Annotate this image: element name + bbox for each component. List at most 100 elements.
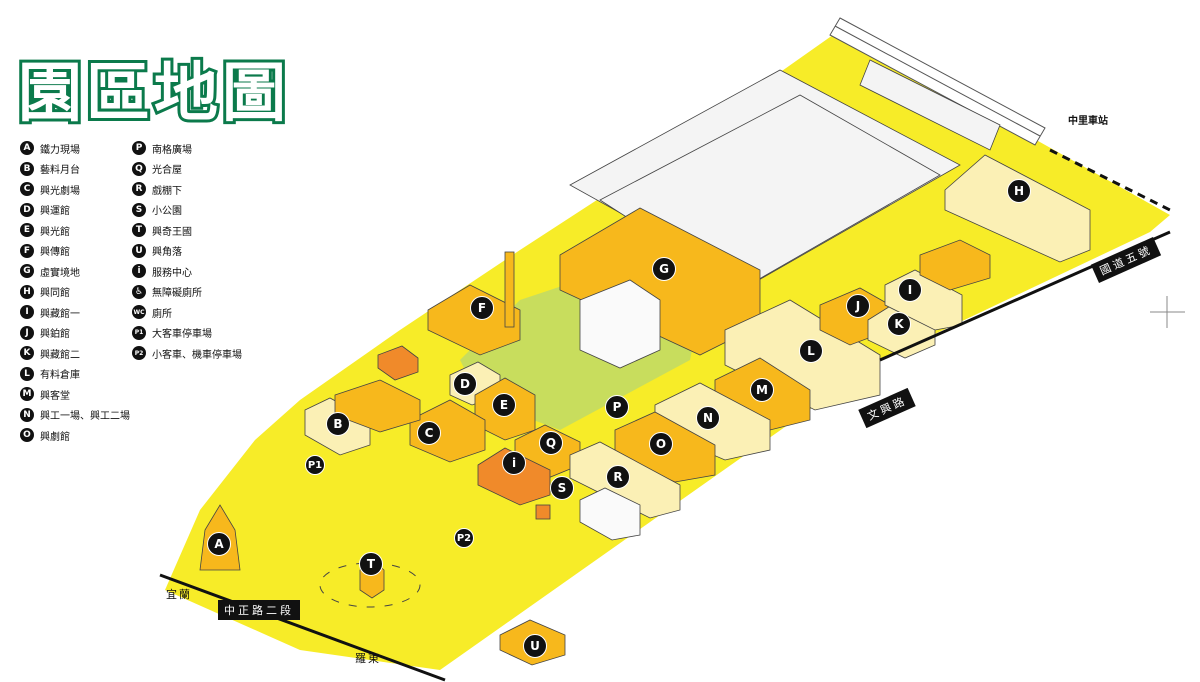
legend-badge: P2: [132, 346, 146, 361]
legend-item: U 興角落: [132, 241, 242, 262]
direction-yilan: 宜蘭: [166, 588, 192, 601]
legend-item: R 戲棚下: [132, 179, 242, 200]
legend-item: T 興奇王國: [132, 220, 242, 241]
legend-badge: i: [132, 264, 146, 279]
legend-item: I 興藏館一: [20, 302, 130, 323]
map-marker-o[interactable]: O: [649, 432, 673, 456]
legend-label: 無障礙廁所: [152, 288, 202, 300]
legend-label: 興鉑館: [40, 329, 70, 341]
legend-label: 南格廣場: [152, 144, 192, 156]
legend-label: 小客車、機車停車場: [152, 349, 242, 361]
legend-label: 虛實境地: [40, 267, 80, 279]
legend-badge: B: [20, 161, 34, 176]
legend-item: M 興客堂: [20, 384, 130, 405]
legend-badge: P: [132, 141, 146, 156]
legend-label: 戲棚下: [152, 185, 182, 197]
legend-item: F 興傳館: [20, 241, 130, 262]
map-marker-u[interactable]: U: [523, 634, 547, 658]
building-h: [944, 154, 1091, 263]
legend-item: i 服務中心: [132, 261, 242, 282]
map-marker-n[interactable]: N: [696, 406, 720, 430]
legend-item: H 興同館: [20, 282, 130, 303]
map-marker-h[interactable]: H: [1007, 179, 1031, 203]
map-marker-a[interactable]: A: [207, 532, 231, 556]
legend-label: 興傳館: [40, 247, 70, 259]
legend-badge: T: [132, 223, 146, 238]
map-marker-s[interactable]: S: [550, 476, 574, 500]
legend-item: D 興運館: [20, 200, 130, 221]
map-marker-j[interactable]: J: [846, 294, 870, 318]
map-marker-k[interactable]: K: [887, 312, 911, 336]
legend-badge: P1: [132, 325, 146, 340]
legend-label: 廁所: [152, 308, 172, 320]
legend-badge: I: [20, 305, 34, 320]
map-marker-b[interactable]: B: [326, 412, 350, 436]
map-marker-l[interactable]: L: [799, 339, 823, 363]
building-f: [427, 284, 521, 356]
parking-marker-p1[interactable]: P1: [305, 455, 325, 475]
legend-item: E 興光館: [20, 220, 130, 241]
legend-label: 服務中心: [152, 267, 192, 279]
map-marker-e[interactable]: E: [492, 393, 516, 417]
map-marker-m[interactable]: M: [750, 378, 774, 402]
legend-badge: Q: [132, 161, 146, 176]
legend-badge: F: [20, 243, 34, 258]
legend-label: 興運館: [40, 206, 70, 218]
legend-badge: D: [20, 202, 34, 217]
legend-badge: S: [132, 202, 146, 217]
map-marker-f[interactable]: F: [470, 296, 494, 320]
legend-label: 興角落: [152, 247, 182, 259]
legend-item: N 興工一場、興工二場: [20, 405, 130, 426]
map-marker-i[interactable]: I: [898, 278, 922, 302]
legend-item: O 興劇館: [20, 425, 130, 446]
map-marker-p[interactable]: P: [605, 395, 629, 419]
legend-badge: N: [20, 407, 34, 422]
map-marker-d[interactable]: D: [453, 372, 477, 396]
legend-label: 有料倉庫: [40, 370, 80, 382]
legend-label: 興藏館二: [40, 349, 80, 361]
legend-badge: L: [20, 366, 34, 381]
compass-icon: [1150, 296, 1185, 328]
legend-label: 興藏館一: [40, 308, 80, 320]
legend-badge: R: [132, 182, 146, 197]
legend-label: 興劇館: [40, 431, 70, 443]
station-label: 中里車站: [1068, 116, 1108, 127]
legend-badge: H: [20, 284, 34, 299]
legend-badge: O: [20, 428, 34, 443]
road-label-zhongzheng: 中正路二段: [218, 600, 300, 620]
legend-label: 興奇王國: [152, 226, 192, 238]
legend-item: P2 小客車、機車停車場: [132, 343, 242, 364]
map-marker-q[interactable]: Q: [539, 431, 563, 455]
map-marker-g[interactable]: G: [652, 257, 676, 281]
legend-label: 大客車停車場: [152, 329, 212, 341]
legend-label: 興光館: [40, 226, 70, 238]
legend-label: 興工一場、興工二場: [40, 411, 130, 423]
legend-badge: M: [20, 387, 34, 402]
chimney: [504, 251, 515, 328]
sculpture-ring-t: [319, 562, 421, 608]
legend-badge: J: [20, 325, 34, 340]
map-marker-i[interactable]: i: [502, 451, 526, 475]
legend-item: C 興光劇場: [20, 179, 130, 200]
parking-marker-p2[interactable]: P2: [454, 528, 474, 548]
legend-badge: C: [20, 182, 34, 197]
legend-item: P 南格廣場: [132, 138, 242, 159]
map-marker-t[interactable]: T: [359, 552, 383, 576]
legend-label: 興客堂: [40, 390, 70, 402]
legend-badge: U: [132, 243, 146, 258]
legend-label: 興光劇場: [40, 185, 80, 197]
legend-item: ♿無障礙廁所: [132, 282, 242, 303]
map-marker-r[interactable]: R: [606, 465, 630, 489]
page-title: 園區地圖: [15, 55, 290, 133]
legend-badge: E: [20, 223, 34, 238]
map-marker-c[interactable]: C: [417, 421, 441, 445]
legend-label: 興同館: [40, 288, 70, 300]
